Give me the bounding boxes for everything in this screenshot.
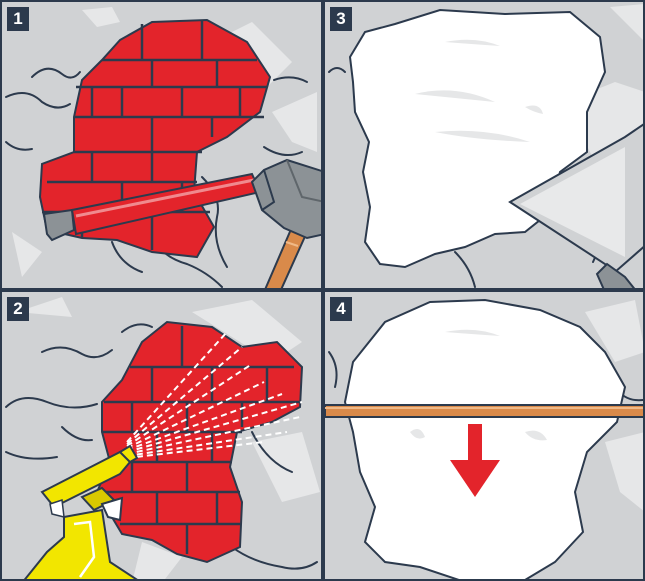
level-board-icon	[325, 405, 645, 417]
step-1-illustration	[2, 2, 323, 290]
step-4-panel: 4	[323, 290, 645, 581]
plaster-fill	[345, 300, 625, 581]
step-number-badge: 3	[330, 7, 352, 31]
step-3-panel: 3	[323, 0, 645, 290]
step-3-illustration	[325, 2, 645, 290]
step-2-panel: 2	[0, 290, 323, 581]
hammer-icon	[252, 160, 323, 290]
step-number-badge: 1	[7, 7, 29, 31]
step-number-badge: 4	[330, 297, 352, 321]
step-2-illustration	[2, 292, 323, 581]
step-number-badge: 2	[7, 297, 29, 321]
step-1-panel: 1	[0, 0, 323, 290]
step-4-illustration	[325, 292, 645, 581]
